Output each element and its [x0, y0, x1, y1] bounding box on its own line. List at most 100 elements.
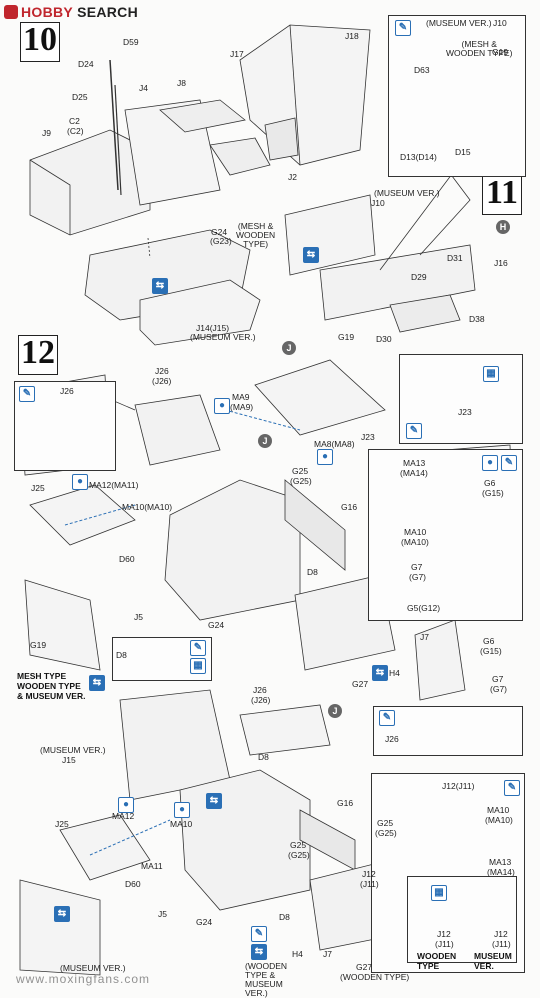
label-j18: J18 — [345, 31, 359, 41]
label-d13-d14: D13(D14) — [400, 152, 437, 162]
step-11-museum-inset — [388, 15, 526, 177]
drop-icon: ● — [72, 474, 88, 490]
glue-icon: ✎ — [501, 455, 517, 471]
option-icon: ⇆ — [54, 906, 70, 922]
label-j10-2: J10 — [371, 198, 385, 208]
label-j25: J25 — [31, 483, 45, 493]
label-museum-ver: (MUSEUM VER.) — [426, 18, 492, 28]
label-g6-2: G6 — [483, 636, 495, 646]
label-j26-alt: (J26) — [152, 376, 172, 386]
label-d29: D29 — [411, 272, 427, 282]
label-j26-box: J26 — [385, 734, 399, 744]
drop-icon: ● — [317, 449, 333, 465]
label-j26: J26 — [253, 685, 267, 695]
wooden-type-label: WOODEN TYPE — [17, 681, 81, 691]
label-j5: J5 — [134, 612, 143, 622]
label-h4: H4 — [389, 668, 400, 678]
label-d30: D30 — [376, 334, 392, 344]
label-ma12-ma11: MA12(MA11) — [89, 480, 139, 490]
marker-j: J — [258, 434, 272, 448]
label-museum-ver-bottom: (MUSEUM VER.) — [60, 963, 126, 973]
label-g27-wooden: (WOODEN TYPE) — [340, 972, 410, 982]
label-g27: G27 — [352, 679, 369, 689]
museum-ver-label: & MUSEUM VER. — [17, 691, 86, 701]
label-j25: J25 — [55, 819, 69, 829]
label-ma9: MA9 — [232, 392, 250, 402]
watermark: www.moxingfans.com — [16, 972, 151, 986]
label-g24: G24 — [208, 620, 225, 630]
glue-icon: ✎ — [395, 20, 411, 36]
label-j14-j15: J14(J15) — [196, 323, 230, 333]
label-j26-alt: (J26) — [251, 695, 271, 705]
label-g19: G19 — [492, 47, 509, 57]
label-g16: G16 — [341, 502, 358, 512]
label-d8: D8 — [307, 567, 318, 577]
label-g7-alt: (G7) — [409, 572, 426, 582]
label-j16: J16 — [494, 258, 508, 268]
glue-icon: ✎ — [504, 780, 520, 796]
label-g25-alt: (G25) — [288, 850, 310, 860]
option-icon: ⇆ — [372, 665, 388, 681]
drop-icon: ● — [174, 802, 190, 818]
label-d38: D38 — [469, 314, 485, 324]
label-ma10-box-alt: (MA10) — [485, 815, 513, 825]
label-g15: (G15) — [482, 488, 504, 498]
label-museum-ver: (MUSEUM VER.) — [190, 332, 256, 342]
lower-wooden-museum-subinset — [407, 876, 517, 963]
label-ma9-alt: (MA9) — [230, 402, 254, 412]
option-icon: ⇆ — [251, 944, 267, 960]
logo-mark-icon — [4, 5, 18, 19]
label-g19-2: G19 — [338, 332, 355, 342]
option-icon: ⇆ — [89, 675, 105, 691]
label-j12-j11-box: J12(J11) — [442, 781, 475, 791]
label-j7: J7 — [420, 632, 429, 642]
label-j12-museum: J12 — [494, 929, 508, 939]
glue-icon: ✎ — [251, 926, 267, 942]
label-g25: G25 — [292, 466, 309, 476]
label-ma10-box: MA10 — [487, 805, 510, 815]
label-g25-alt: (G25) — [290, 476, 312, 486]
label-ma13: MA13 — [403, 458, 426, 468]
label-c2-alt: (C2) — [67, 126, 84, 136]
label-j17: J17 — [230, 49, 244, 59]
label-c2: C2 — [69, 116, 80, 126]
label-d8: D8 — [258, 752, 269, 762]
glue-icon: ✎ — [379, 710, 395, 726]
label-museum-ver: (MUSEUM VER.) — [40, 745, 106, 755]
label-d8-inset: D8 — [116, 650, 127, 660]
label-ma8: MA8(MA8) — [314, 439, 355, 449]
lower-j26-inset — [373, 706, 523, 756]
label-g25-box: G25 — [377, 818, 394, 828]
label-ma14: (MA14) — [400, 468, 428, 478]
label-ma10-ma10: MA10(MA10) — [122, 502, 173, 512]
drop-icon: ● — [214, 398, 230, 414]
label-j23: J23 — [361, 432, 375, 442]
label-ma10: MA10 — [170, 819, 193, 829]
label-d24: D24 — [78, 59, 94, 69]
mesh-icon: ▦ — [483, 366, 499, 382]
label-g19: G19 — [30, 640, 47, 650]
label-d8-2: D8 — [279, 912, 290, 922]
label-h4: H4 — [292, 949, 303, 959]
label-j15: J15 — [62, 755, 76, 765]
label-g24: G24 — [196, 917, 213, 927]
label-j4: J4 — [139, 83, 148, 93]
drop-icon: ● — [482, 455, 498, 471]
label-j9: J9 — [42, 128, 51, 138]
step-12-number: 12 — [18, 335, 58, 375]
label-mesh-wooden: (MESH &WOODEN TYPE) — [446, 39, 513, 58]
label-museum-ver-2: (MUSEUM VER.) — [374, 188, 440, 198]
mesh-icon: ▦ — [431, 885, 447, 901]
marker-j: J — [282, 341, 296, 355]
step-11-number: 11 — [482, 175, 522, 215]
label-ma10-inset: MA10 — [404, 527, 427, 537]
glue-icon: ✎ — [19, 386, 35, 402]
label-d31: D31 — [447, 253, 463, 263]
step-12-ma13-inset — [368, 449, 523, 621]
label-d15: D15 — [455, 147, 471, 157]
label-j12: J12 — [362, 869, 376, 879]
